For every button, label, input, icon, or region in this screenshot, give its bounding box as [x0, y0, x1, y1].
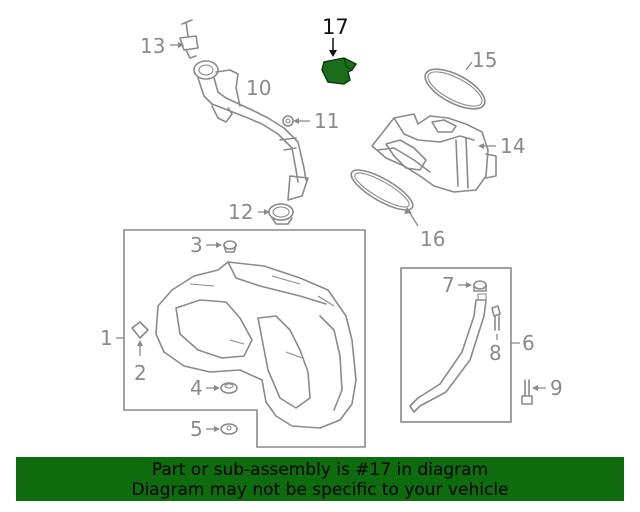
- part-2[interactable]: [131, 321, 149, 339]
- arrow-2: [137, 340, 143, 346]
- label-17: 17: [322, 15, 349, 39]
- arrow-9: [532, 385, 538, 391]
- label-11: 11: [314, 109, 339, 133]
- part-16[interactable]: [346, 163, 418, 217]
- label-1: 1: [100, 326, 113, 350]
- arrow-11: [293, 118, 299, 124]
- arrow-14: [478, 143, 484, 149]
- banner-line-2: Diagram may not be specific to your vehi…: [131, 480, 509, 500]
- part-14[interactable]: [371, 113, 497, 193]
- label-13: 13: [140, 34, 165, 58]
- part-12[interactable]: [268, 203, 294, 225]
- label-10: 10: [246, 76, 271, 100]
- part-11[interactable]: [282, 115, 294, 127]
- arrow-7: [466, 282, 472, 288]
- label-5: 5: [190, 417, 203, 441]
- label-12: 12: [228, 200, 253, 224]
- part-7[interactable]: [473, 280, 487, 292]
- label-4: 4: [190, 376, 203, 400]
- banner-line-1: Part or sub-assembly is #17 in diagram: [151, 460, 489, 480]
- label-2: 2: [134, 361, 147, 385]
- label-15: 15: [472, 48, 497, 72]
- part-13[interactable]: [179, 19, 199, 59]
- arrow-12: [264, 209, 270, 215]
- label-3: 3: [190, 233, 203, 257]
- tank-group-box: [123, 229, 366, 448]
- label-16: 16: [420, 227, 445, 251]
- arrow-16: [404, 207, 412, 214]
- label-7: 7: [442, 273, 455, 297]
- label-8: 8: [489, 341, 502, 365]
- part-1[interactable]: [155, 261, 357, 429]
- leader-15: [465, 61, 473, 71]
- part-8[interactable]: [491, 305, 501, 331]
- parts-diagram: 17 13 10 11 12 15: [100, 15, 563, 448]
- part-6[interactable]: [409, 293, 487, 413]
- arrow-5: [214, 426, 220, 432]
- label-14: 14: [500, 134, 525, 158]
- part-9[interactable]: [521, 379, 533, 405]
- part-4[interactable]: [220, 382, 238, 394]
- arrow-13: [178, 42, 184, 48]
- part-3[interactable]: [223, 240, 237, 253]
- arrow-4: [214, 385, 220, 391]
- part-10[interactable]: [193, 60, 309, 201]
- info-banner: Part or sub-assembly is #17 in diagram D…: [16, 457, 624, 501]
- label-6: 6: [522, 331, 535, 355]
- arrow-3: [216, 242, 222, 248]
- part-15[interactable]: [419, 61, 490, 117]
- part-17-highlighted[interactable]: [321, 57, 358, 85]
- label-9: 9: [550, 376, 563, 400]
- strap-group-box: [400, 267, 512, 423]
- part-5[interactable]: [220, 423, 238, 435]
- arrow-17: [329, 50, 337, 57]
